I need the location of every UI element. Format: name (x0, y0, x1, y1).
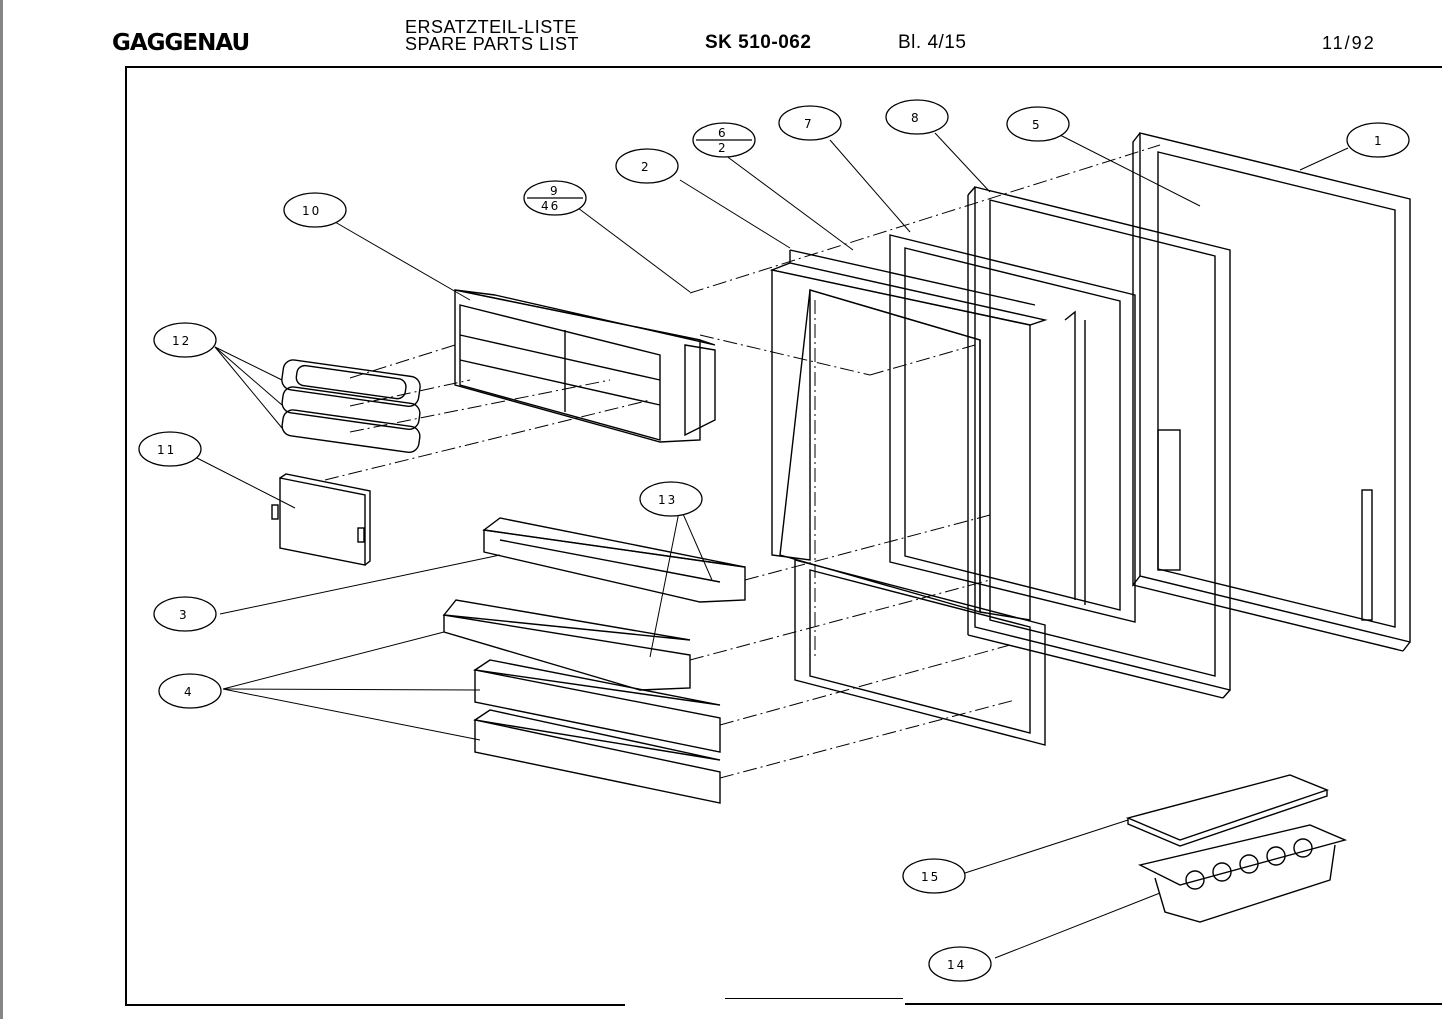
callout-9-46: 9 46 (523, 180, 587, 216)
callout-label: 14 (947, 958, 966, 972)
frame-bottom-line (725, 998, 903, 999)
callout-label: 11 (157, 443, 176, 457)
flap-cover (271, 473, 371, 566)
door-gasket (889, 234, 1136, 623)
callout-7: 7 (778, 105, 842, 141)
callout-label: 8 (911, 111, 921, 125)
callout-6-2: 6 2 (692, 122, 756, 158)
callout-12: 12 (153, 322, 217, 358)
door-outer-panel (1132, 132, 1411, 652)
door-shelf (442, 599, 691, 691)
assembly-lines (324, 144, 1161, 779)
door-shelf (473, 709, 721, 804)
callout-numerator: 9 (550, 184, 560, 198)
drawing-frame (125, 66, 1442, 1006)
callout-denominator: 46 (541, 199, 560, 213)
inner-door-liner (769, 249, 1048, 746)
callout-2: 2 (615, 148, 679, 184)
callout-10: 10 (283, 192, 347, 228)
list-title-english: SPARE PARTS LIST (405, 34, 580, 54)
callout-3: 3 (153, 596, 217, 632)
leader-lines (194, 132, 1349, 959)
callout-label: 7 (804, 117, 814, 131)
callout-5: 5 (1006, 106, 1070, 142)
callout-14: 14 (928, 946, 992, 982)
callout-label: 13 (658, 493, 677, 507)
callout-label: 3 (179, 608, 189, 622)
door-shelf-top (482, 517, 746, 603)
callout-label: 15 (921, 870, 940, 884)
callout-1: 1 (1346, 122, 1410, 158)
callout-15: 15 (902, 858, 966, 894)
callouts: 1 2 3 4 5 7 8 10 11 12 13 14 15 6 2 9 46 (138, 99, 1410, 982)
page-header: GAGGENAU ERSATZTEIL-LISTE SPARE PARTS LI… (0, 0, 1442, 60)
callout-label: 4 (184, 685, 194, 699)
callout-label: 12 (172, 334, 191, 348)
tray-lid (1125, 774, 1330, 847)
callout-label: 1 (1374, 134, 1384, 148)
callout-11: 11 (138, 431, 202, 467)
egg-tray (1137, 824, 1348, 923)
callout-13: 13 (639, 481, 703, 517)
callout-numerator: 6 (718, 126, 728, 140)
callout-label: 2 (641, 160, 651, 174)
callout-label: 5 (1032, 118, 1042, 132)
frame-bottom-line (905, 1003, 1442, 1005)
list-title-german: ERSATZTEIL-LISTE (405, 17, 577, 37)
door-panel (967, 186, 1231, 699)
door-shelf (473, 659, 721, 753)
callout-label: 10 (302, 204, 321, 218)
issue-date: 11/92 (1322, 33, 1376, 53)
scan-edge (0, 0, 3, 1019)
brand-logo: GAGGENAU (112, 30, 250, 56)
callout-denominator: 2 (718, 141, 728, 155)
frame-bottom-line (125, 1004, 625, 1006)
document-number: SK 510-062 (705, 32, 812, 53)
sheet-number: Bl. 4/15 (898, 32, 967, 53)
callout-4: 4 (158, 673, 222, 709)
list-title: ERSATZTEIL-LISTE SPARE PARTS LIST (405, 17, 580, 54)
shelf-compartment (454, 289, 716, 443)
storage-containers (281, 359, 421, 454)
callout-8: 8 (885, 99, 949, 135)
